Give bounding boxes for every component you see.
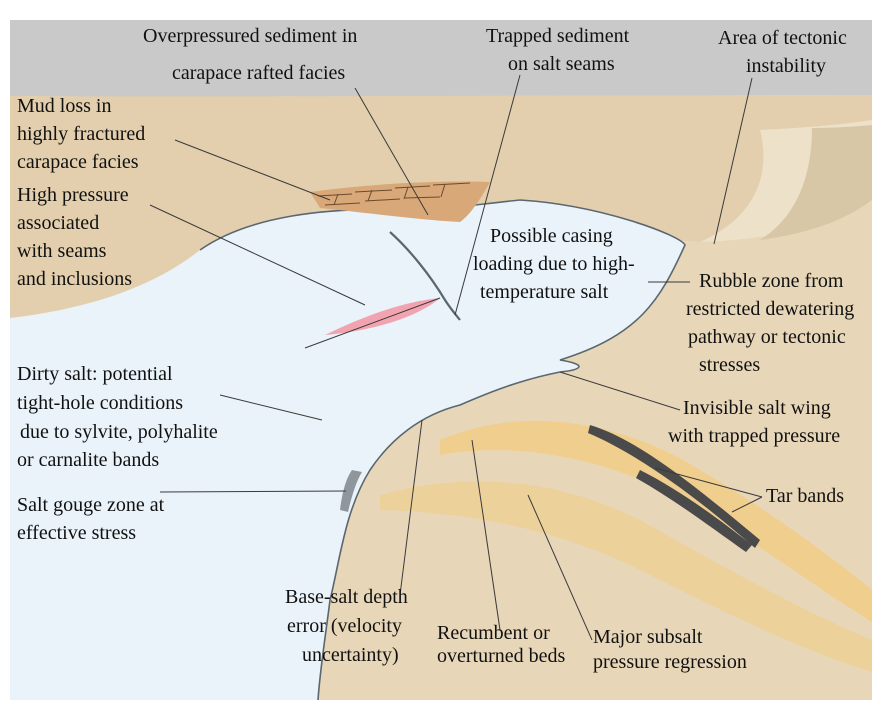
label-basesalt-line3: uncertainty) [302,644,399,666]
label-dirty-line3: due to sylvite, polyhalite [20,421,218,443]
label-rubble-line4: stresses [699,354,760,376]
label-tar: Tar bands [766,485,844,507]
label-overpressured-line1: Overpressured sediment in [143,25,357,47]
label-gouge-line2: effective stress [17,522,136,544]
label-wing-line1: Invisible salt wing [683,397,831,419]
label-mudloss-line2: highly fractured [17,123,145,145]
label-subsalt-line2: pressure regression [593,651,747,673]
label-casing-line1: Possible casing [490,225,613,247]
label-recumbent-line1: Recumbent or [437,622,550,644]
label-highpressure-line4: and inclusions [17,268,132,290]
label-casing-line3: temperature salt [480,281,609,303]
label-wing-line2: with trapped pressure [668,425,840,447]
label-mudloss-line1: Mud loss in [17,95,111,117]
label-trapped-line1: Trapped sediment [486,25,630,47]
label-basesalt-line1: Base-salt depth [285,586,408,608]
label-trapped-line2: on salt seams [508,53,615,75]
label-tectonic-line1: Area of tectonic [718,27,847,49]
label-tectonic-line2: instability [746,55,826,77]
label-dirty-line1: Dirty salt: potential [17,363,173,385]
label-dirty-line4: or carnalite bands [17,449,159,471]
label-rubble-line1: Rubble zone from [699,270,844,292]
label-recumbent-line2: overturned beds [437,645,566,667]
label-highpressure-line1: High pressure [17,184,129,206]
label-basesalt-line2: error (velocity [287,615,402,637]
label-rubble-line2: restricted dewatering [686,298,854,320]
label-subsalt-line1: Major subsalt [593,626,703,648]
label-gouge-line1: Salt gouge zone at [17,494,165,516]
label-rubble-line3: pathway or tectonic [688,326,846,348]
label-dirty-line2: tight-hole conditions [17,392,183,414]
label-highpressure-line2: associated [17,212,99,234]
label-highpressure-line3: with seams [17,240,107,262]
label-overpressured-line2: carapace rafted facies [172,62,345,84]
label-casing-line2: loading due to high- [473,253,635,275]
label-mudloss-line3: carapace facies [17,151,139,173]
